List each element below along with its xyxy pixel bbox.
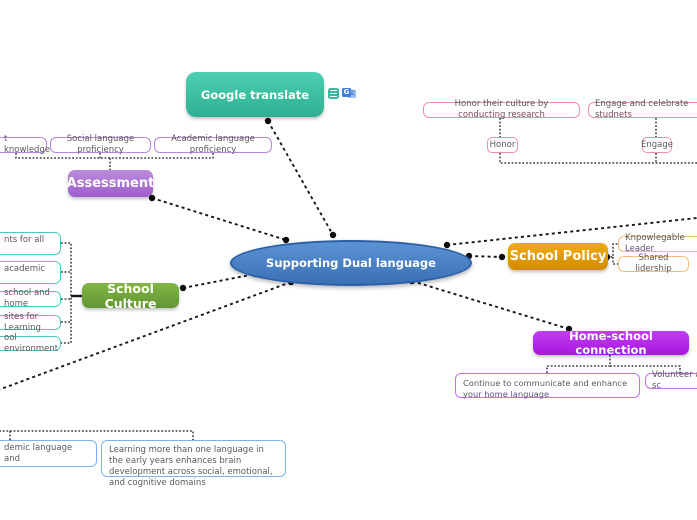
edge-google-central (267, 120, 334, 236)
leaf-academic-language-note[interactable]: demic language and (0, 440, 97, 467)
topic-school-policy[interactable]: School Policy (508, 243, 608, 270)
leaf-culture-environment[interactable]: ool environment (0, 333, 61, 354)
bracket-culture-children (61, 242, 72, 344)
topic-home-school-connection[interactable]: Home-school connection (533, 329, 689, 357)
topic-assessment[interactable]: Assessment (67, 170, 154, 197)
edge-culture-central (182, 273, 256, 289)
translate-char-icon: 文 (348, 90, 356, 98)
edge-central-offscreen-bottomleft (0, 281, 292, 391)
leaf-social-language-proficiency[interactable]: Social language proficiency (50, 134, 151, 155)
edge-central-offscreen-topright (446, 217, 697, 246)
google-g-icon: G (342, 88, 351, 97)
google-translate-attachments: 文 G (328, 87, 356, 100)
bracket-policy-children (607, 243, 618, 258)
topic-school-culture[interactable]: School Culture (82, 281, 179, 311)
google-translate-icon[interactable]: 文 G (342, 87, 356, 100)
edge-central-policy (468, 255, 503, 258)
bracket-bottom-notes (0, 430, 194, 440)
leaf-learning-brain-development-note[interactable]: Learning more than one language in the e… (101, 440, 286, 488)
topic-central[interactable]: Supporting Dual language (230, 240, 472, 286)
edge-central-home (411, 280, 570, 330)
leaf-culture-school-and-home[interactable]: school and home (0, 288, 61, 309)
bracket-honor-engage (499, 153, 697, 164)
leaf-academic-language-proficiency[interactable]: Academic language proficiency (154, 134, 272, 155)
leaf-honor[interactable]: Honor (487, 137, 518, 153)
topic-google-translate[interactable]: Google translate (186, 72, 324, 117)
bracket-home-children (546, 355, 611, 373)
leaf-volunteer[interactable]: Volunteer at sc (645, 370, 697, 391)
leaf-shared-leadership[interactable]: Shared lidership (618, 253, 689, 274)
leaf-culture-for-all[interactable]: nts for all (0, 232, 61, 255)
leaf-engage[interactable]: Engage (641, 137, 673, 153)
leaf-assessment-knowledge[interactable]: t knowledge (0, 134, 50, 155)
leaf-continue-communicate[interactable]: Continue to communicate and enhance your… (455, 373, 640, 399)
edge-assessment-central (151, 197, 287, 241)
leaf-engage-note[interactable]: Engage and celebrate studnets (588, 99, 697, 120)
leaf-knowledgeable-leader[interactable]: Knpowlegable Leader (618, 233, 697, 254)
leaf-culture-academic[interactable]: academic (0, 261, 61, 284)
notes-icon[interactable] (328, 88, 339, 99)
leaf-culture-sites-for-learning[interactable]: sites for Learning (0, 312, 61, 333)
leaf-honor-note[interactable]: Honor their culture by conducting resear… (423, 99, 580, 120)
